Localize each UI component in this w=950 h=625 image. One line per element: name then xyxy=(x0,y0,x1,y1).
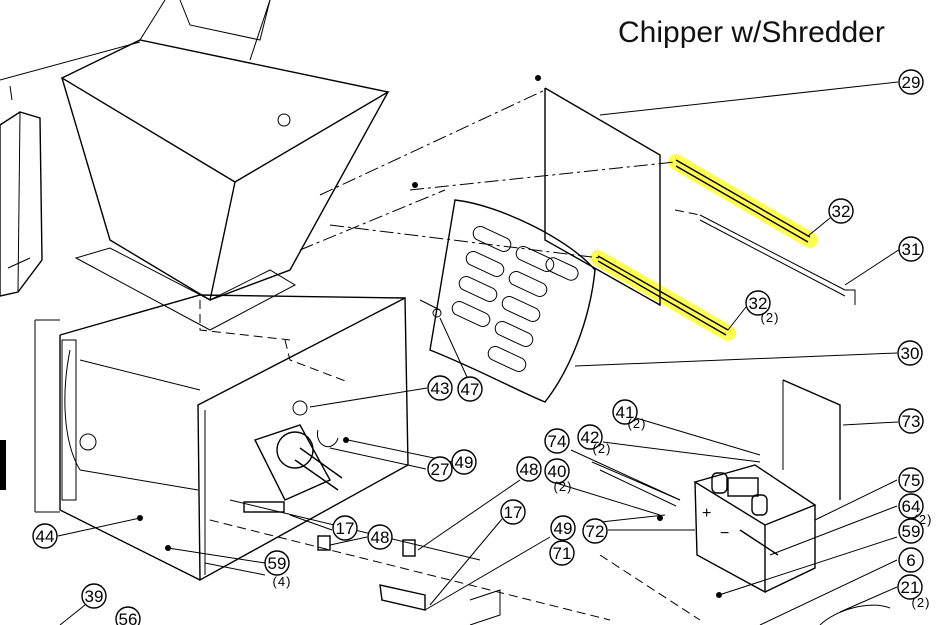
grate xyxy=(419,199,596,403)
callout-circle-c72 xyxy=(582,518,608,544)
callout-number-c39: 39 xyxy=(85,587,104,606)
callout-number-c27: 27 xyxy=(431,460,450,479)
callout-number-c59b: 59 xyxy=(902,522,921,541)
highlighted-rods xyxy=(590,154,818,341)
rod-highlight-lower xyxy=(590,250,736,341)
callout-number-c31: 31 xyxy=(902,240,921,259)
hopper xyxy=(0,0,390,331)
svg-text:+: + xyxy=(702,505,711,522)
callout-circle-c59a xyxy=(264,550,290,576)
chipper-housing xyxy=(34,294,409,582)
battery: + − xyxy=(693,464,817,594)
callout-qty-c40: (2) xyxy=(554,479,573,494)
callout-circle-c56 xyxy=(115,606,141,625)
callout-number-c6: 6 xyxy=(906,551,915,570)
callout-circle-c31 xyxy=(898,236,924,262)
callout-number-c41: 41 xyxy=(616,403,635,422)
left-bracket xyxy=(0,85,43,490)
leader-lines xyxy=(57,81,901,625)
callout-qty-c21: (2) xyxy=(912,595,931,610)
rod-highlight-upper xyxy=(668,154,818,248)
callout-circle-c74 xyxy=(544,428,570,454)
callout-number-c74: 74 xyxy=(548,432,567,451)
callout-qty-c32b: (2) xyxy=(761,310,780,325)
callout-number-c71: 71 xyxy=(553,544,572,563)
callout-circle-c17b xyxy=(500,499,526,525)
callout-number-c44: 44 xyxy=(36,527,55,546)
callout-number-c59a: 59 xyxy=(268,554,287,573)
callout-qty-c41: (2) xyxy=(628,416,647,431)
callout-number-c48a: 48 xyxy=(520,460,539,479)
callout-number-c42: 42 xyxy=(581,428,600,447)
callout-circle-c64 xyxy=(898,493,924,519)
hardware xyxy=(137,75,891,625)
callout-number-c32b: 32 xyxy=(749,294,768,313)
callout-number-c64: 64 xyxy=(902,497,921,516)
callout-number-c49b: 49 xyxy=(554,519,573,538)
callout-circle-c39 xyxy=(81,583,107,609)
callout-circle-c43 xyxy=(427,375,453,401)
callout-number-c30: 30 xyxy=(901,344,920,363)
callout-circle-c29 xyxy=(898,69,924,95)
callout-circle-c49b xyxy=(550,515,576,541)
callout-circle-c48b xyxy=(367,524,393,550)
callout-qty-c42: (2) xyxy=(593,441,612,456)
callout-circle-c75 xyxy=(898,467,924,493)
callout-circle-c48a xyxy=(516,456,542,482)
callout-number-c75: 75 xyxy=(902,471,921,490)
callout-circle-c40 xyxy=(544,458,570,484)
callout-number-c49a: 49 xyxy=(455,453,474,472)
callout-number-c40: 40 xyxy=(548,462,567,481)
callout-circle-c59b xyxy=(898,518,924,544)
callout-circle-c32b xyxy=(745,290,771,316)
diagram-title: Chipper w/Shredder xyxy=(618,16,885,49)
callout-circle-c30 xyxy=(897,340,923,366)
callout-number-c48b: 48 xyxy=(371,528,390,547)
callout-circle-c27 xyxy=(427,456,453,482)
callout-number-c47: 47 xyxy=(461,380,480,399)
callout-circle-c71 xyxy=(549,540,575,566)
callout-circle-c41 xyxy=(612,399,638,425)
panel-73 xyxy=(782,379,841,500)
callout-number-c17a: 17 xyxy=(336,519,355,538)
callout-number-c73: 73 xyxy=(902,412,921,431)
callout-circle-c44 xyxy=(32,523,58,549)
callout-number-c72: 72 xyxy=(586,522,605,541)
callout-number-c21: 21 xyxy=(901,578,920,597)
callout-circle-c17a xyxy=(332,515,358,541)
callout-circle-c49a xyxy=(451,449,477,475)
callout-number-c17b: 17 xyxy=(504,503,523,522)
callout-circle-c73 xyxy=(898,408,924,434)
callout-circle-c32a xyxy=(828,198,854,224)
callout-number-c56: 56 xyxy=(119,610,138,625)
callout-circle-c42 xyxy=(577,424,603,450)
callout-circle-c47 xyxy=(457,376,483,402)
callout-circle-c21 xyxy=(897,574,923,600)
callout-circle-c6 xyxy=(898,547,924,573)
callout-number-c32a: 32 xyxy=(832,202,851,221)
callout-number-c29: 29 xyxy=(902,73,921,92)
callout-qty-c59b: (4) xyxy=(273,574,292,589)
svg-text:−: − xyxy=(720,525,729,542)
callout-number-c43: 43 xyxy=(431,379,450,398)
cover-panel xyxy=(299,87,856,307)
